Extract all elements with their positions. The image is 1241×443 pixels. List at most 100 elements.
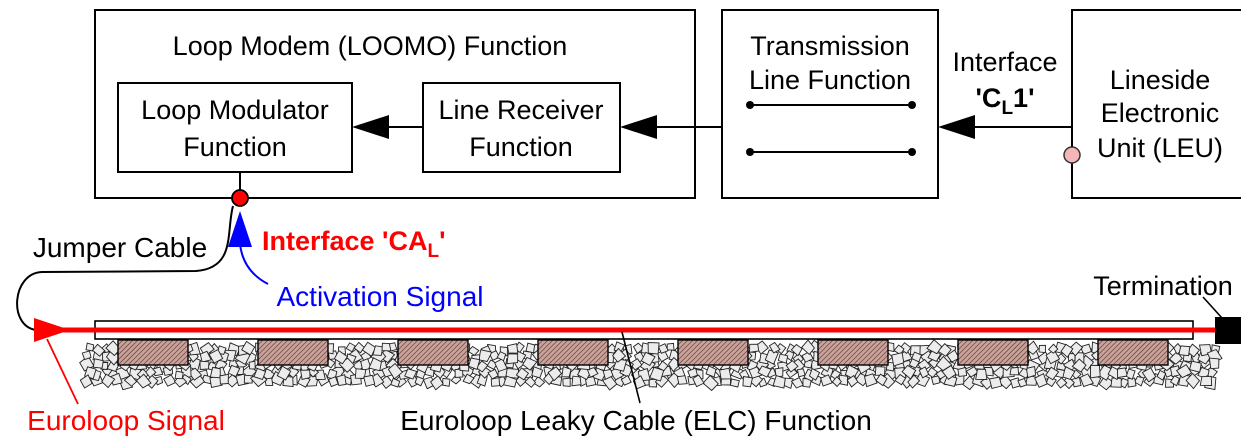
sleeper: [537, 339, 609, 366]
sleeper-hatch: [1162, 359, 1169, 366]
ballast-stone: [163, 374, 177, 387]
ballast-stone: [649, 366, 665, 382]
sleeper: [1097, 339, 1169, 366]
sleeper-body: [1098, 340, 1168, 365]
ballast-stone: [975, 368, 988, 380]
ballast-stone: [300, 369, 311, 380]
sleeper-hatch: [282, 339, 309, 366]
interface-cal-suffix: ': [439, 226, 445, 256]
ballast-stone: [640, 351, 656, 367]
ballast-stone: [874, 366, 886, 376]
ballast-stone: [918, 366, 930, 379]
sleeper-hatch: [397, 339, 419, 361]
sleeper-hatch: [602, 359, 609, 366]
sleeper-hatch: [1157, 354, 1169, 366]
ballast-stone: [478, 349, 493, 363]
sleeper-hatch: [1097, 339, 1109, 351]
sleeper-hatch: [827, 339, 854, 366]
sleeper-body: [258, 340, 328, 365]
sleeper: [677, 339, 749, 366]
ballast-stone: [742, 375, 754, 388]
ballast-stone: [1047, 343, 1059, 354]
jumper-cable: [16, 205, 234, 331]
sleeper-hatch: [967, 339, 994, 366]
ballast-stone: [957, 366, 968, 377]
ballast-stone: [524, 375, 537, 388]
ballast-stone: [442, 377, 451, 387]
sleeper-hatch: [547, 339, 574, 366]
sleeper-hatch: [437, 339, 464, 366]
ballast-stone: [381, 342, 392, 352]
sleeper-hatch: [537, 339, 564, 366]
sleeper-hatch: [172, 349, 189, 366]
activation-signal-arrow: [228, 211, 269, 285]
termination-label: Termination: [1093, 271, 1233, 301]
sleeper-hatch: [1017, 354, 1029, 366]
ballast-stone: [276, 365, 292, 381]
sleeper-hatch: [592, 349, 609, 366]
ballast-stone: [123, 374, 138, 387]
sleeper-hatch: [957, 339, 974, 356]
ballast-stone: [1038, 344, 1046, 354]
sleeper-hatch: [962, 339, 989, 366]
sleeper-hatch: [862, 339, 889, 366]
line-receiver-outline: [422, 82, 621, 173]
ballast-stone: [796, 368, 806, 378]
ballast-stone: [253, 367, 267, 380]
ballast-stone: [531, 366, 544, 379]
arrow-transmission-to-receiver: [620, 115, 722, 139]
activation-signal-leader: [239, 243, 269, 285]
sleeper-hatch: [677, 339, 684, 346]
sleeper-outline: [677, 339, 749, 366]
sleeper-hatch: [427, 339, 454, 366]
sleeper-hatch: [447, 344, 469, 366]
sleeper: [257, 339, 329, 366]
sleeper-hatch: [537, 339, 549, 351]
sleeper-hatch: [847, 339, 874, 366]
sleeper-hatch: [817, 339, 839, 361]
ballast-stone: [336, 374, 347, 387]
sleeper-hatch: [722, 339, 749, 366]
ballast-stone: [620, 374, 632, 386]
ballast-stone: [522, 356, 538, 371]
sleeper-hatch: [842, 339, 869, 366]
sleeper-hatch: [1097, 339, 1114, 356]
ballast-stone: [475, 360, 489, 373]
sleeper-hatch: [1097, 339, 1119, 361]
ballast-stone: [802, 378, 813, 388]
ballast-stone: [525, 342, 536, 354]
ballast-stone: [1169, 375, 1180, 387]
sleeper-hatch: [542, 339, 569, 366]
sleeper-hatch: [742, 359, 749, 366]
sleeper-hatch: [992, 339, 1019, 366]
wire-terminal: [746, 148, 754, 156]
sleeper-hatch: [977, 339, 1004, 366]
interface-cl1-label: Interface: [952, 47, 1057, 77]
leu-outline: [1071, 9, 1241, 199]
ballast-stone: [241, 340, 256, 356]
interface-cal-point: [231, 189, 249, 207]
sleeper-hatch: [562, 339, 589, 366]
ballast-stone: [692, 374, 705, 388]
ballast-stone: [81, 350, 92, 361]
ballast-stone: [657, 360, 669, 372]
sleeper-outline: [957, 339, 1029, 366]
interface-cl1-point: [1063, 146, 1081, 164]
ballast-stone: [891, 352, 905, 367]
ballast-stone: [729, 378, 740, 388]
sleeper-hatch: [267, 339, 294, 366]
sleeper-hatch: [587, 344, 609, 366]
activation-signal-arrowhead: [228, 211, 252, 247]
sleeper-hatch: [987, 339, 1014, 366]
sleeper-hatch: [457, 354, 469, 366]
sleeper-hatch: [422, 339, 449, 366]
ballast-stone: [1134, 375, 1145, 387]
sleeper-hatch: [1102, 339, 1129, 366]
ballast-stone: [1141, 367, 1157, 383]
sleeper-body: [118, 340, 188, 365]
sleeper-hatch: [572, 339, 599, 366]
transmission-label-line1: Transmission: [750, 31, 910, 61]
ballast-stone: [1185, 372, 1201, 390]
ballast-stone: [801, 351, 814, 363]
